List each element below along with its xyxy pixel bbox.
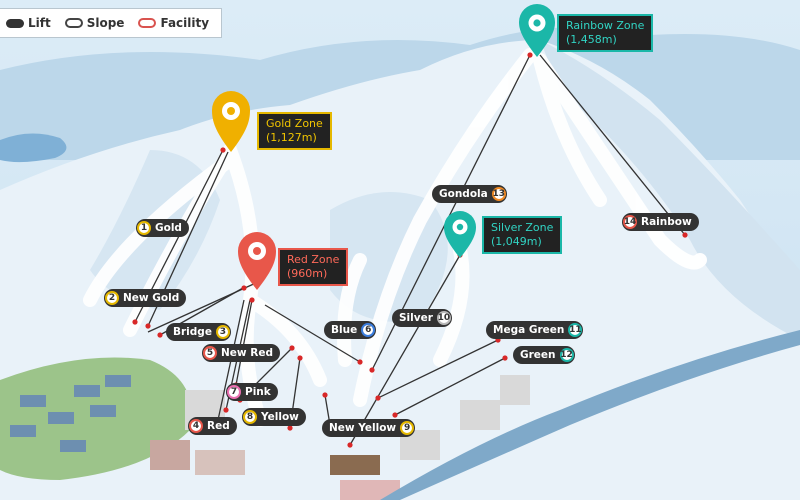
lift-name: Gondola <box>439 188 488 200</box>
red-zone-elevation: (960m) <box>287 267 328 280</box>
gold-zone-pin-icon[interactable] <box>212 91 250 152</box>
gold-zone-name: Gold Zone <box>266 117 323 130</box>
lift-label-new-red[interactable]: 5 New Red <box>202 344 280 362</box>
lift-label-red[interactable]: 4 Red <box>188 417 237 435</box>
lift-number-badge: 2 <box>105 291 119 305</box>
silver-zone-callout[interactable]: Silver Zone (1,049m) <box>482 216 563 254</box>
rainbow-zone-callout[interactable]: Rainbow Zone (1,458m) <box>557 14 654 52</box>
silver-zone-name: Silver Zone <box>491 221 554 234</box>
lift-number-badge: 3 <box>215 325 230 339</box>
lift-name: New Gold <box>123 292 180 304</box>
lift-number-badge: 5 <box>203 346 217 360</box>
rainbow-zone-elevation: (1,458m) <box>566 33 617 46</box>
legend-lift: Lift <box>6 16 51 30</box>
gold-zone-elevation: (1,127m) <box>266 131 317 144</box>
rainbow-zone-name: Rainbow Zone <box>566 19 645 32</box>
lift-label-rainbow[interactable]: 14 Rainbow <box>622 213 699 231</box>
lift-number-badge: 7 <box>227 385 241 399</box>
lift-name: Silver <box>399 312 433 324</box>
lift-name: Gold <box>155 222 182 234</box>
lift-number-badge: 6 <box>361 323 376 337</box>
lift-name: Yellow <box>261 411 299 423</box>
lift-name: Mega Green <box>493 324 565 336</box>
legend-lift-label: Lift <box>28 16 51 30</box>
lift-label-pink[interactable]: 7 Pink <box>226 383 278 401</box>
lift-number-badge: 1 <box>137 221 151 235</box>
lift-label-new-gold[interactable]: 2 New Gold <box>104 289 187 307</box>
lake <box>0 133 67 163</box>
legend-facility-label: Facility <box>160 16 210 30</box>
rainbow-zone-pin-icon[interactable] <box>519 4 555 57</box>
lift-number-badge: 14 <box>623 215 637 229</box>
lift-number-badge: 13 <box>491 187 506 201</box>
gold-zone-callout[interactable]: Gold Zone (1,127m) <box>257 112 332 150</box>
lift-name: Red <box>207 420 230 432</box>
map-legend: Lift Slope Facility <box>0 8 223 38</box>
lift-name: Pink <box>245 386 271 398</box>
lift-name: Bridge <box>173 326 212 338</box>
lift-number-badge: 11 <box>568 323 583 337</box>
lift-name: Green <box>520 349 556 361</box>
lift-label-yellow[interactable]: 8 Yellow <box>242 408 306 426</box>
lift-name: Blue <box>331 324 358 336</box>
red-zone-callout[interactable]: Red Zone (960m) <box>278 248 349 286</box>
silver-zone-elevation: (1,049m) <box>491 235 542 248</box>
legend-facility: Facility <box>138 16 209 30</box>
legend-slope: Slope <box>64 16 125 30</box>
lift-number-badge: 4 <box>189 419 203 433</box>
forest-area <box>0 357 192 480</box>
lift-swatch-icon <box>6 18 24 28</box>
red-zone-name: Red Zone <box>287 253 340 266</box>
legend-slope-label: Slope <box>86 16 125 30</box>
slope-swatch-icon <box>64 18 83 28</box>
facility-swatch-icon <box>138 18 157 28</box>
lift-number-badge: 9 <box>400 421 415 435</box>
lift-name: Rainbow <box>641 216 692 228</box>
lift-label-gold[interactable]: 1 Gold <box>136 219 189 237</box>
lift-name: New Red <box>221 347 273 359</box>
village-buildings <box>10 375 530 500</box>
river <box>380 330 800 500</box>
lift-name: New Yellow <box>329 422 397 434</box>
mountain-shadow-right <box>540 40 800 340</box>
lift-number-badge: 8 <box>243 410 257 424</box>
lift-number-badge: 10 <box>436 311 451 325</box>
lift-number-badge: 12 <box>559 348 574 362</box>
silver-zone-pin-icon[interactable] <box>444 211 476 258</box>
red-zone-pin-icon[interactable] <box>238 232 276 290</box>
